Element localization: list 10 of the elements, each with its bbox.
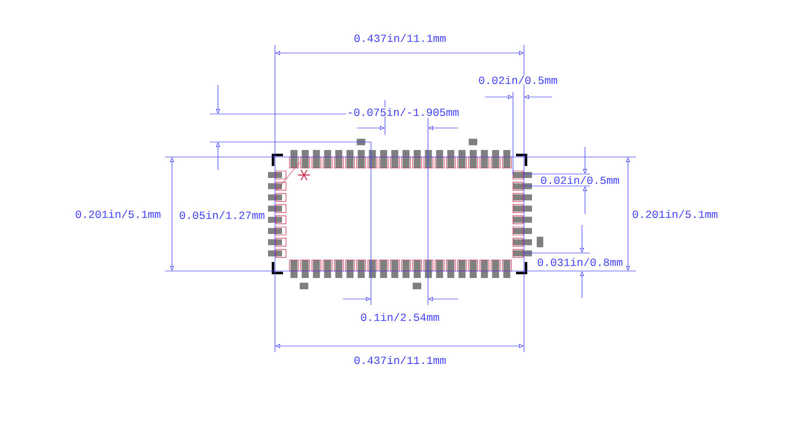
dimension-label: 0.02in/0.5mm — [540, 175, 620, 185]
dimension-label: 0.201in/5.1mm — [74, 209, 162, 219]
dimension-label: 0.1in/2.54mm — [360, 312, 440, 322]
dimension-label: 0.201in/5.1mm — [632, 209, 718, 219]
dimension-label: -0.075in/-1.905mm — [346, 107, 460, 117]
dimension-label: 0.031in/0.8mm — [536, 257, 624, 267]
dimension-label: 0.437in/11.1mm — [353, 355, 447, 365]
dimension-label: 0.437in/11.1mm — [353, 33, 447, 43]
dimension-label: 0.05in/1.27mm — [178, 210, 266, 220]
dimension-label: 0.02in/0.5mm — [478, 75, 558, 85]
